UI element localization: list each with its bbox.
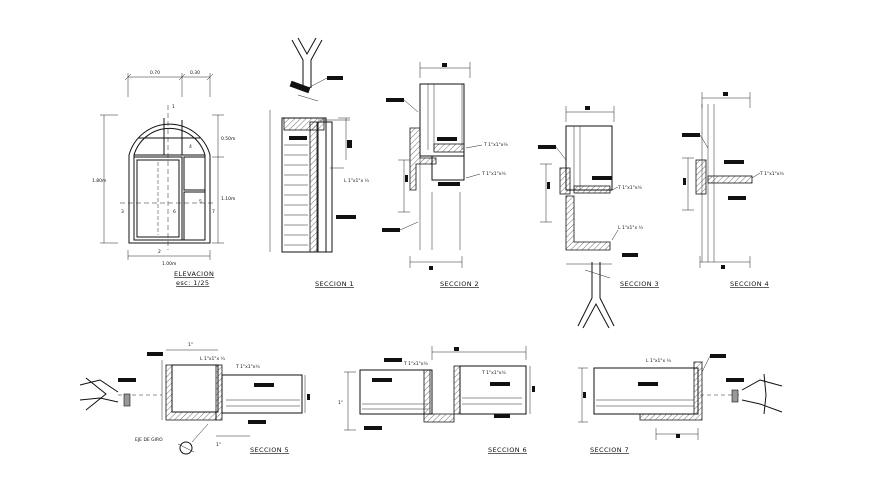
s3-tee-note: T 1"x1"x¼ bbox=[617, 185, 642, 191]
section-6-title: SECCION 6 bbox=[488, 446, 527, 454]
mark-3: 3 bbox=[121, 209, 124, 215]
s5-inch-top: 1" bbox=[188, 342, 193, 348]
section-1: L 1"x1"x ¼ SECCION 1 bbox=[269, 37, 370, 288]
mark-6: 6 bbox=[173, 209, 176, 215]
section-3-title: SECCION 3 bbox=[620, 280, 659, 288]
section-3: T 1"x1"x¼ L 1"x1"x ¼ SECCION 3 bbox=[538, 106, 659, 329]
section-4-title: SECCION 4 bbox=[730, 280, 769, 288]
s5-inch-bottom: 1" bbox=[216, 442, 221, 448]
s4-tee-note: T 1"x1"x¼ bbox=[759, 171, 784, 177]
elevation-scale: esc: 1/25 bbox=[176, 279, 209, 287]
section-2-title: SECCION 2 bbox=[440, 280, 479, 288]
dim-top-right: 0.30 bbox=[190, 70, 200, 76]
section-7: L 1"x1"x ¼ SECCION 7 bbox=[578, 354, 783, 454]
dim-arch: 0.50m bbox=[221, 136, 235, 142]
mark-5: 5 bbox=[199, 199, 202, 205]
section-5: L 1"x1"x ¼ T 1"x1"x¼ 1" 1" EJE DE GIRO S… bbox=[79, 342, 310, 455]
s5-angle-note: L 1"x1"x ¼ bbox=[200, 356, 226, 362]
dim-height: 1.80m bbox=[92, 178, 106, 184]
section-4: T 1"x1"x¼ SECCION 4 bbox=[682, 92, 784, 288]
mark-4: 4 bbox=[189, 144, 192, 150]
s2-tee-note-2: T 1"x1"x¼ bbox=[481, 171, 506, 177]
mark-2: 2 bbox=[158, 249, 161, 255]
s3-angle-note: L 1"x1"x ¼ bbox=[618, 225, 644, 231]
s2-tee-note-1: T 1"x1"x¼ bbox=[483, 142, 508, 148]
s6-tee-note-1: T 1"x1"x¼ bbox=[403, 361, 428, 367]
louver-lines bbox=[284, 144, 308, 246]
dim-top-left: 0.70 bbox=[150, 70, 160, 76]
s1-angle-note: L 1"x1"x ¼ bbox=[344, 178, 370, 184]
section-5-title: SECCION 5 bbox=[250, 446, 289, 454]
mark-1: 1 bbox=[172, 104, 175, 110]
section-2: T 1"x1"x¼ T 1"x1"x¼ SECCION 2 bbox=[382, 62, 508, 288]
section-1-title: SECCION 1 bbox=[315, 280, 354, 288]
dim-width: 1.00m bbox=[162, 261, 176, 267]
s7-angle-note: L 1"x1"x ¼ bbox=[646, 358, 672, 364]
dim-lower: 1.10m bbox=[221, 196, 235, 202]
s6-inch: 1" bbox=[338, 400, 343, 406]
section-6: 1" T 1"x1"x¼ T 1"x1"x¼ SECCION 6 bbox=[338, 346, 535, 454]
pivot-label: EJE DE GIRO bbox=[135, 437, 163, 443]
elevation-title: ELEVACION bbox=[174, 270, 214, 278]
s5-tee-note: T 1"x1"x¼ bbox=[235, 364, 260, 370]
mark-7: 7 bbox=[212, 209, 215, 215]
section-7-title: SECCION 7 bbox=[590, 446, 629, 454]
s6-tee-note-2: T 1"x1"x¼ bbox=[481, 370, 506, 376]
elevation-view: 0.70 0.30 1.80m 0.50m 1.10m 1 2 3 4 5 bbox=[92, 70, 235, 287]
